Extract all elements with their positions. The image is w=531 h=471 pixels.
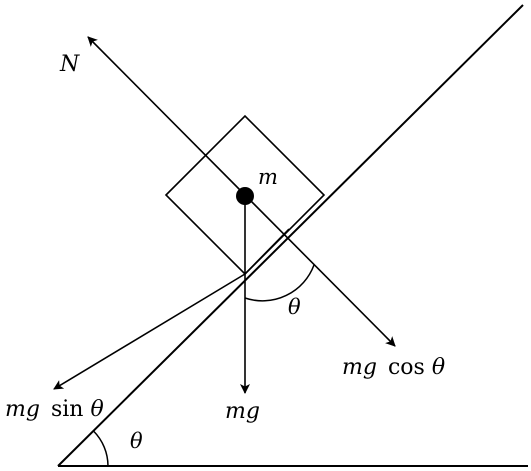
theta-angle-arc — [244, 264, 315, 302]
center-of-mass-dot — [236, 187, 254, 205]
theta-label-base: θ — [130, 429, 143, 453]
mg-cos-func: cos — [388, 355, 425, 380]
mg-sin-guide-line — [244, 228, 290, 275]
mg-sin-func: sin — [51, 397, 84, 422]
mg-cos-theta-label: mg cos θ — [342, 355, 445, 380]
mg-cos-angle: θ — [432, 355, 445, 380]
normal-force-arrow — [87, 36, 246, 196]
mg-sin-theta-arrow — [53, 273, 246, 390]
normal-force-label: N — [59, 52, 80, 77]
block — [164, 114, 326, 276]
base-angle-arc — [92, 430, 109, 467]
weight-label: mg — [225, 399, 260, 424]
mg-cos-theta-arrow — [244, 194, 396, 347]
mg-sin-theta-label: mg sin θ — [5, 397, 104, 422]
mass-label: m — [258, 165, 278, 189]
incline-slope-line — [57, 4, 524, 467]
theta-label-right: θ — [288, 295, 301, 319]
mg-cos-prefix: mg — [342, 355, 377, 380]
mg-sin-prefix: mg — [5, 397, 40, 422]
mg-sin-angle: θ — [90, 397, 103, 422]
